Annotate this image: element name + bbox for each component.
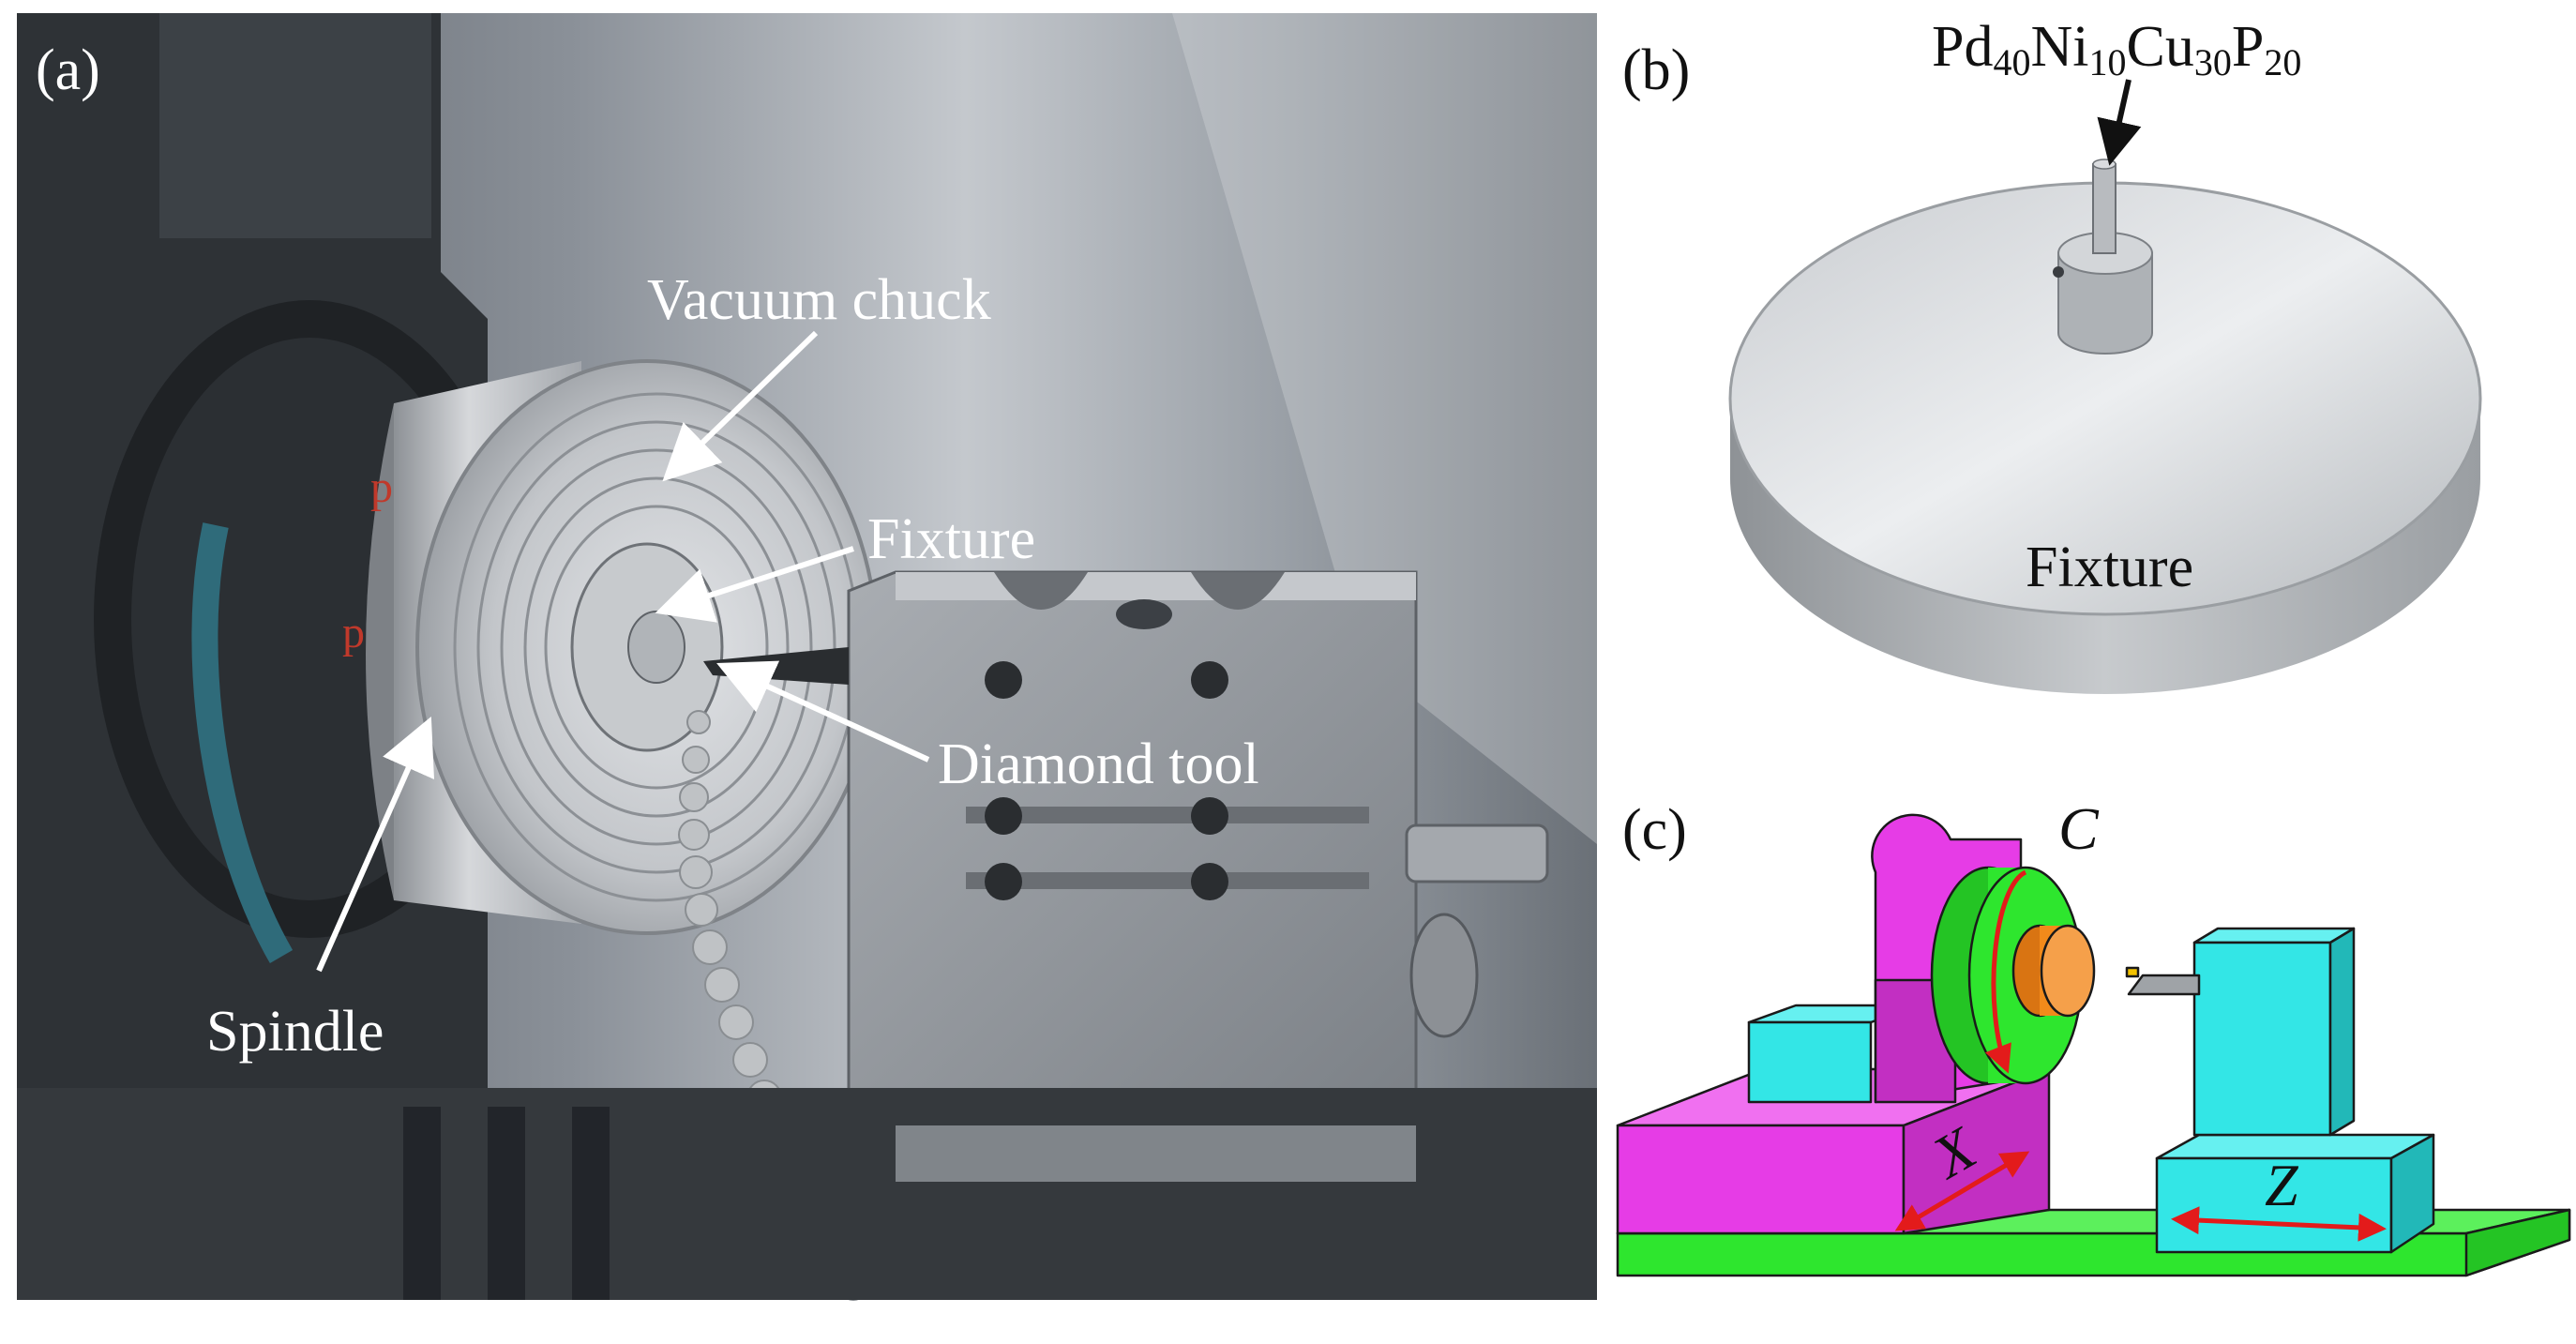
cutting-tool — [2127, 974, 2201, 996]
x-slide-front — [1616, 1124, 1906, 1235]
panel-b-label: (b) — [1622, 38, 1690, 102]
tool-post — [2192, 941, 2332, 1137]
spindle-arrow — [316, 717, 435, 973]
panel-c-label: (c) — [1622, 798, 1687, 862]
sheen — [1172, 13, 1597, 844]
sample-pin — [2092, 163, 2117, 254]
machine-base — [17, 1088, 1597, 1300]
workpiece — [2040, 924, 2096, 1018]
spindle-label: Spindle — [206, 1000, 384, 1064]
material-label: Pd40Ni10Cu30P20 — [1932, 15, 2301, 83]
material-arrow — [2097, 79, 2142, 166]
c-rotation-arrow — [1984, 869, 2027, 1074]
panel-b: (b) Pd40Ni10Cu30P20 Fixture — [1622, 15, 2482, 694]
c-axis-label: C — [2058, 795, 2100, 862]
x-axis-arrow — [1894, 1151, 2030, 1231]
fixture-boss — [2057, 252, 2153, 355]
machine-housing — [159, 13, 431, 238]
svg-text:p: p — [342, 608, 365, 657]
vacuum-chuck-arrow — [662, 330, 819, 482]
panel-a: p p — [17, 13, 1597, 1301]
fixture-label-a: Fixture — [867, 507, 1035, 571]
fixture-label-b: Fixture — [2026, 536, 2193, 599]
spindle-mount-block — [1747, 1020, 1873, 1104]
z-axis-arrow — [2171, 1206, 2387, 1242]
adjust-knob — [1409, 913, 1479, 1038]
z-axis-label: Z — [2265, 1152, 2299, 1218]
vacuum-chuck-label: Vacuum chuck — [647, 268, 991, 332]
coolant-hose — [191, 522, 294, 964]
diamond-tool-arrow — [716, 660, 930, 763]
panel-c: (c) — [1616, 795, 2571, 1277]
fixture-arrow — [655, 546, 854, 623]
svg-text:p: p — [370, 462, 393, 512]
tool-holder-block — [847, 570, 1418, 1127]
diamond-tool-label: Diamond tool — [938, 732, 1259, 796]
panel-a-label: (a) — [36, 38, 100, 102]
